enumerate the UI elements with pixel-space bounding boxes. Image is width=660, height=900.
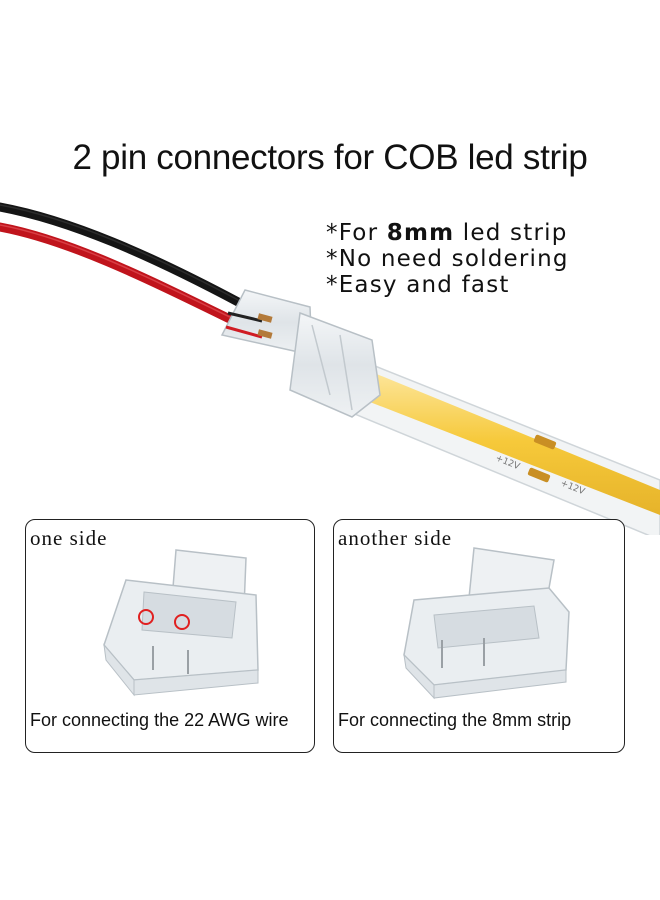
panel-one-side: one side For connecting the 22 AWG wire (25, 519, 315, 753)
panel-title: another side (338, 526, 453, 550)
feature-list: *For 8mm led strip *No need soldering *E… (326, 220, 569, 298)
feature-highlight: 8mm (386, 220, 455, 246)
page-title: 2 pin connectors for COB led strip (72, 138, 588, 177)
marker-circle-icon (174, 614, 190, 630)
connector-clip (220, 289, 381, 418)
feature-prefix: *For (326, 220, 387, 246)
hero-product-image: +12V +12V (0, 202, 660, 535)
wire-cable (0, 202, 245, 328)
feature-suffix: led strip (454, 220, 568, 246)
feature-item-easy: *Easy and fast (326, 272, 510, 298)
panel-caption: For connecting the 22 AWG wire (30, 710, 289, 730)
panel-title: one side (30, 526, 108, 550)
panel-caption: For connecting the 8mm strip (338, 710, 572, 730)
connector-one-side-image (103, 549, 259, 697)
marker-circle-icon (138, 609, 154, 625)
led-strip: +12V +12V (344, 358, 660, 535)
feature-item-no-soldering: *No need soldering (326, 246, 569, 272)
feature-item-strip-size: *For 8mm led strip (326, 220, 569, 246)
panel-another-side: another side For connecting the 8mm stri… (333, 519, 625, 753)
connector-another-side-image (403, 547, 570, 700)
